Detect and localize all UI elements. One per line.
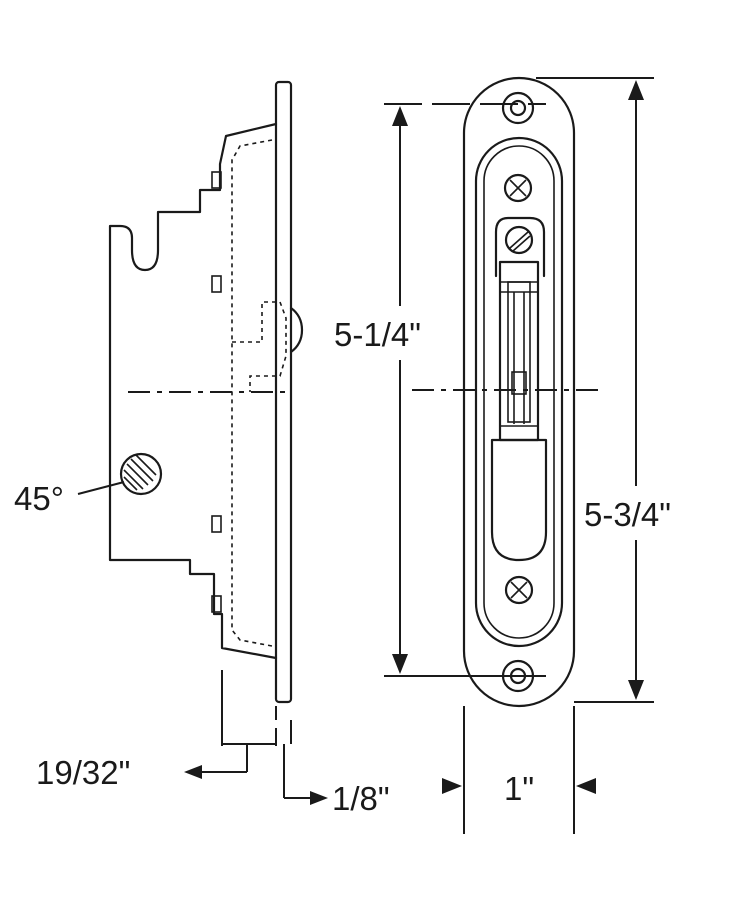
- top-mounting-screw-icon: [501, 91, 535, 125]
- angle-leader: [77, 481, 125, 495]
- side-tab: [211, 515, 222, 533]
- side-faceplate: [274, 80, 293, 704]
- phillips-screw-icon: [503, 173, 533, 203]
- front-inner-frame: [474, 136, 564, 648]
- side-tab: [211, 595, 222, 613]
- latch-bolt: [507, 281, 531, 423]
- inner-length-label: 5-1/4": [334, 316, 421, 353]
- side-view: 45°: [14, 80, 304, 704]
- phillips-screw-lower-icon: [504, 575, 534, 605]
- side-body-outline: [108, 122, 278, 660]
- front-inner-frame-2: [483, 145, 555, 639]
- angle-label: 45°: [14, 480, 64, 517]
- side-hidden-outline: [231, 139, 273, 647]
- latch-slot: [498, 260, 540, 442]
- slotted-screw-icon: [504, 225, 534, 255]
- depth-label: 19/32": [36, 754, 130, 791]
- width-dimension: 1": [442, 706, 596, 834]
- upper-housing: [494, 216, 546, 278]
- side-hidden-hook: [232, 301, 287, 392]
- overall-length-label: 5-3/4": [584, 496, 671, 533]
- front-faceplate: [462, 76, 576, 708]
- overall-length-dimension: 5-3/4": [536, 77, 671, 703]
- lower-recess: [490, 438, 548, 562]
- depth-dimension: 19/32": [36, 670, 277, 791]
- side-tab: [211, 275, 222, 293]
- latch-hook: [289, 306, 304, 354]
- inner-length-dimension: 5-1/4": [334, 103, 546, 677]
- thickness-label: 1/8": [332, 780, 390, 817]
- adjustment-screw-icon: [119, 452, 163, 496]
- width-label: 1": [504, 770, 534, 807]
- side-tab: [211, 171, 222, 189]
- front-view: [462, 76, 576, 708]
- thickness-dimension: 1/8": [283, 720, 390, 817]
